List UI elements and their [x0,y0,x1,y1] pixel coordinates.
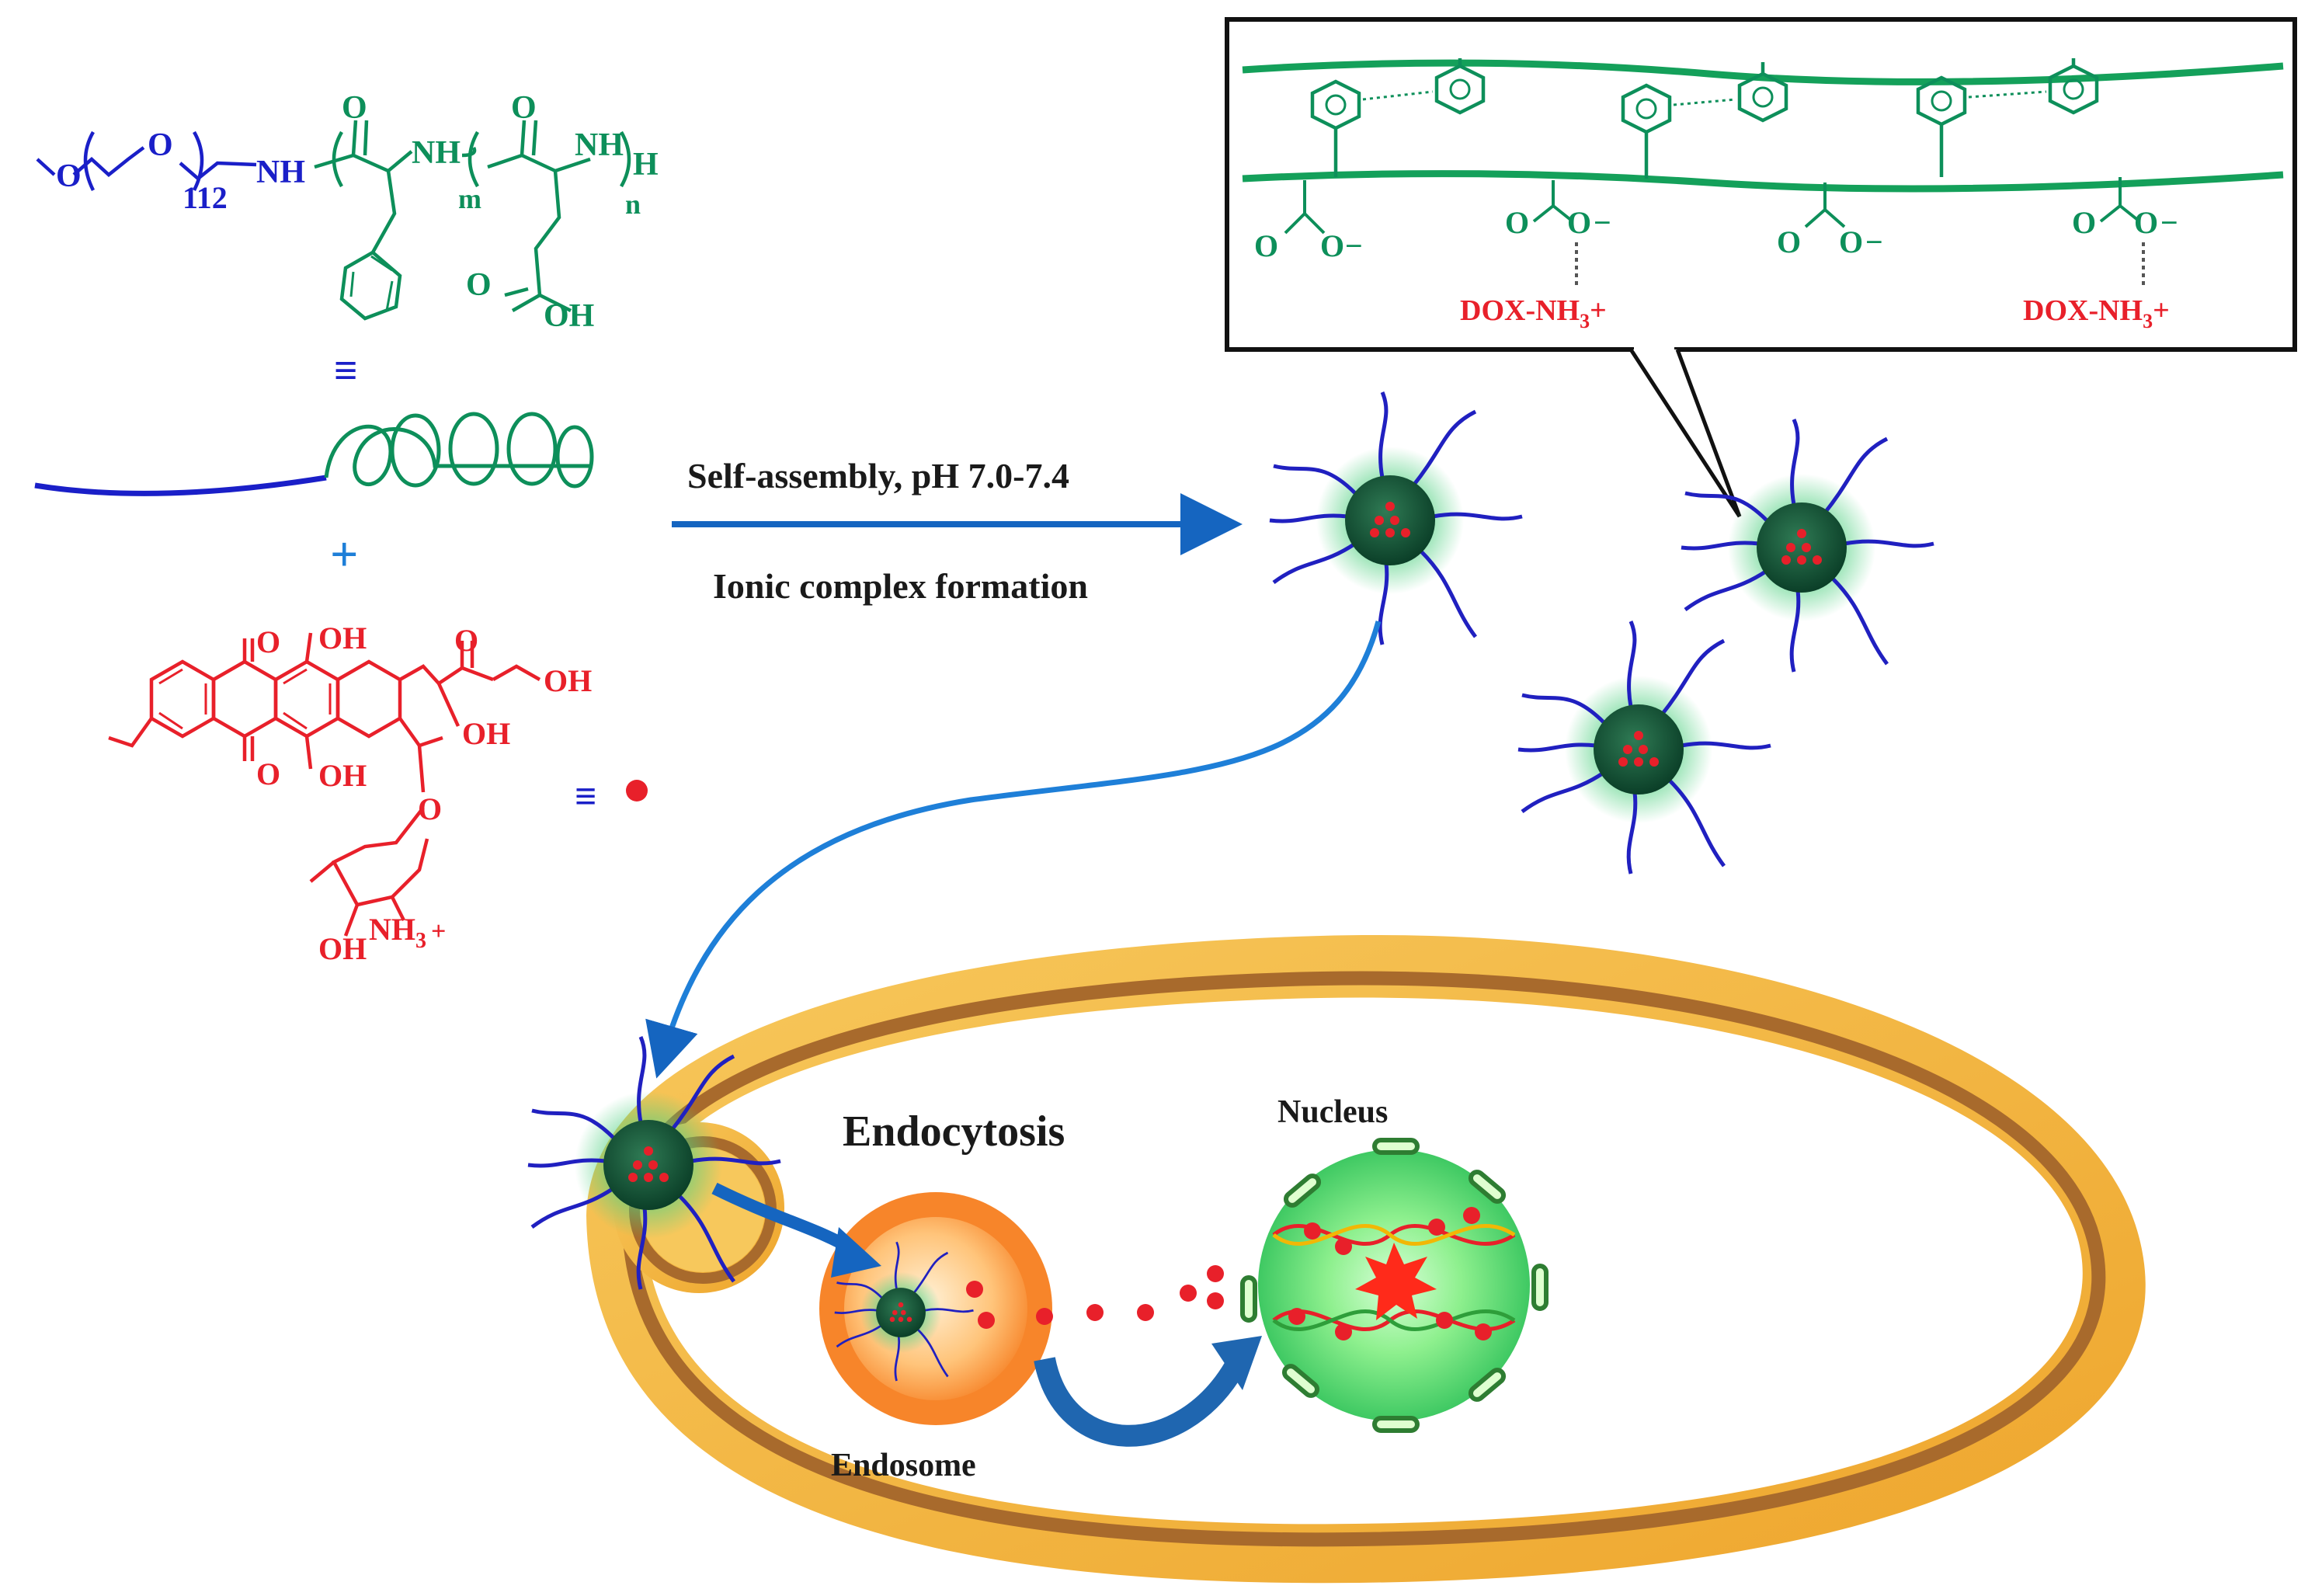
inset-carboxylate-bonds [1284,177,2141,235]
peptide-block [314,120,631,321]
peg-chain-o: O [148,127,173,163]
peptide-cooh-o: O [466,267,492,303]
peg-block [36,130,257,192]
inset-carboxylate-1-o2: O [1320,228,1344,263]
dox-dot-legend [626,780,648,801]
equivalence-symbol-polymer: ≡ [334,347,358,394]
peptide-nh-mid: NH [412,135,461,171]
dox-oh-sugar: OH [318,931,367,966]
dox-o-top: O [256,624,280,659]
dox-oh-side: OH [544,663,592,698]
equivalence-symbol-dox: ≡ [575,774,597,818]
delivery-arrow [645,621,1382,1079]
inset-carboxylate-2-charge: − [1594,205,1611,240]
peptide-cooh-oh: OH [544,298,594,334]
inset-phenyl-stacks [1310,58,2099,179]
nucleus [1240,1138,1549,1433]
peptide-carbonyl-o2: O [511,90,537,126]
peptide-n: n [625,189,641,220]
nuclear-envelope-segments [1240,1138,1549,1433]
ionic-complex-inset: O O − O O − O O − O O − DOX-NH3+ DOX-NH3… [1225,17,2297,518]
inset-backbone-top [1242,59,2284,85]
peptide-m: m [458,183,481,214]
inset-carboxylate-4-o2: O [2134,205,2158,240]
helix-coil [324,412,594,489]
inset-carboxylate-3-charge: − [1865,224,1883,259]
copolymer-structure: O O 112 NH O NH m O NH H n O OH [36,90,659,394]
released-dox-dots [1036,1265,1224,1325]
inset-dox-label-2: DOX-NH3+ [2023,294,2170,332]
inset-carboxylate-2-o1: O [1505,205,1529,240]
peg-nh: NH [256,155,305,190]
dox-o-ketone: O [454,623,478,658]
inset-carboxylate-1-charge: − [1345,228,1363,263]
peptide-carbonyl-o1: O [342,90,367,126]
dox-oh-top: OH [318,621,367,655]
doxorubicin-structure: O OH O OH OH O OH O OH NH3+ ≡ [108,621,648,966]
peptide-nh-end: NH [575,127,624,163]
arrow-bottom-label: Ionic complex formation [713,566,1088,606]
self-assembly-arrow: Self-assembly, pH 7.0-7.4 Ionic complex … [672,456,1243,606]
inset-carboxylate-3-o2: O [1839,224,1863,259]
peg-chain-line [34,475,327,496]
dox-o-ether: O [418,791,442,826]
endosome-label: Endosome [831,1448,976,1483]
micelle-formed [1270,392,1522,645]
inset-dox-label-1: DOX-NH3+ [1460,294,1607,332]
inset-pointer [1628,348,1742,518]
dox-oh-bottom: OH [318,758,367,793]
peg-repeat-number: 112 [182,180,228,215]
inset-carboxylate-labels: O O − O O − O O − O O − [1254,205,2178,263]
peg-methoxy-o: O [56,158,82,194]
endosome [819,1192,1052,1425]
nucleus-label: Nucleus [1277,1094,1388,1130]
inset-carboxylate-4-charge: − [2160,205,2178,240]
inset-carboxylate-4-o1: O [2072,205,2096,240]
dox-ring-a [149,659,216,739]
dox-o-bottom: O [256,756,280,791]
peptide-h-end: H [633,147,659,183]
dox-nh3-label: NH3+ [369,912,446,953]
inset-carboxylate-3-o1: O [1777,224,1801,259]
inset-carboxylate-1-o1: O [1254,228,1278,263]
release-arrow [1034,1356,1245,1447]
copolymer-schematic [34,412,594,496]
inset-backbone-bottom [1242,170,2284,193]
plus-sign: + [330,527,358,582]
nuclear-dox-dots [1288,1207,1492,1340]
endocytosis-label: Endocytosis [843,1107,1065,1156]
dna-damage-burst [1355,1243,1437,1320]
inset-carboxylate-2-o2: O [1567,205,1591,240]
dox-oh-ring: OH [462,716,510,751]
micelle-free [1518,621,1771,874]
arrow-top-label: Self-assembly, pH 7.0-7.4 [687,456,1069,495]
